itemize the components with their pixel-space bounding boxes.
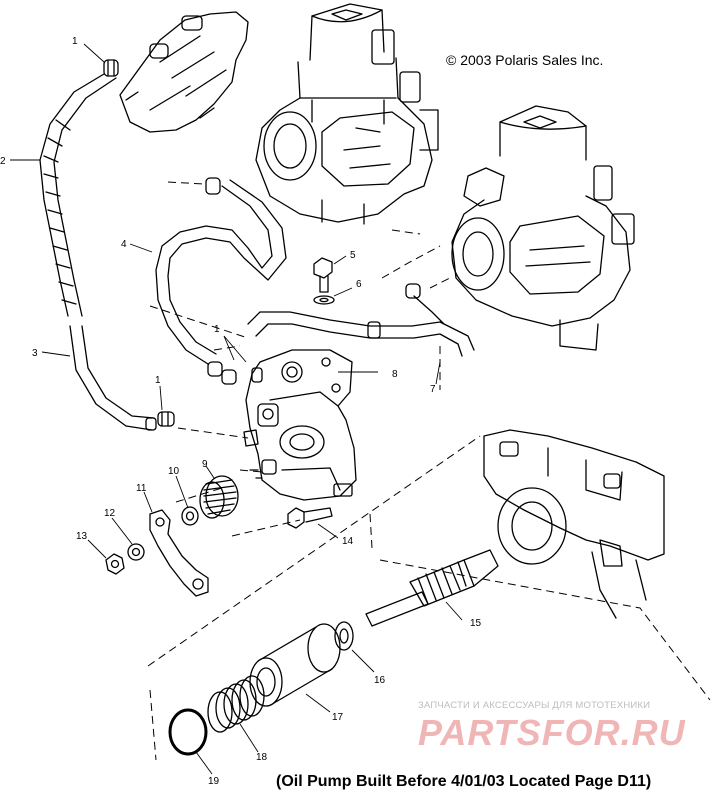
hose-3-icon	[69, 325, 155, 431]
hose-7-icon	[247, 283, 475, 357]
callout-10: 10	[168, 466, 180, 477]
dashed-guide-lines	[147, 181, 711, 761]
leader-lines	[10, 43, 463, 775]
callout-14: 14	[342, 536, 354, 547]
crankcase-upper-icon	[119, 11, 249, 133]
callout-11: 11	[136, 483, 147, 494]
callout-2: 2	[0, 156, 6, 167]
callout-3: 3	[32, 348, 38, 359]
watermark-tagline: ЗАПЧАСТИ И АКСЕССУАРЫ ДЛЯ МОТОТЕХНИКИ	[418, 700, 651, 711]
hose-clamp-upper-icon	[103, 59, 119, 77]
gear-9-icon	[199, 475, 239, 519]
crankcase-lower-icon	[483, 429, 665, 619]
callout-19: 19	[208, 776, 220, 787]
washer-12-icon	[127, 543, 145, 561]
callout-1c: 1	[155, 375, 161, 386]
callout-8: 8	[392, 369, 398, 380]
callout-18: 18	[256, 752, 268, 763]
callout-17: 17	[332, 712, 344, 723]
washer-16-icon	[334, 621, 354, 651]
oil-pump-icon	[243, 349, 357, 501]
lever-11-icon	[149, 509, 209, 597]
callout-16: 16	[374, 675, 386, 686]
o-ring-19-icon	[168, 708, 208, 756]
hose-2-icon	[39, 73, 117, 317]
diagram-caption: (Oil Pump Built Before 4/01/03 Located P…	[276, 773, 652, 790]
callout-5: 5	[350, 250, 356, 261]
callout-13: 13	[76, 531, 88, 542]
copyright-notice: © 2003 Polaris Sales Inc.	[446, 52, 604, 68]
watermark-brand-logo: PARTSFOR.RU	[418, 712, 686, 753]
drive-shaft-15-icon	[365, 549, 499, 627]
spring-18-icon	[207, 675, 265, 733]
callout-labels: 1 2 3 4 5 6 7 8 1 1 9 10 11 12 13 14 15 …	[0, 36, 482, 787]
callout-9: 9	[202, 459, 208, 470]
bushing-17-icon	[249, 623, 341, 707]
washer-6-icon	[313, 295, 335, 305]
callout-1b: 1	[214, 324, 220, 335]
washer-10-icon	[181, 506, 199, 526]
callout-1a: 1	[72, 36, 78, 47]
callout-7: 7	[430, 384, 436, 395]
callout-4: 4	[121, 239, 127, 250]
callout-12: 12	[104, 508, 116, 519]
carburetor-right-icon	[451, 105, 635, 351]
callout-15: 15	[470, 618, 482, 629]
callout-6: 6	[356, 279, 362, 290]
carburetor-upper-icon	[255, 3, 439, 225]
bolt-14-icon	[287, 507, 333, 529]
bolt-5-icon	[313, 257, 333, 293]
hose-4-icon	[155, 177, 287, 385]
nut-13-icon	[105, 553, 125, 575]
hose-clamp-lower-icon	[145, 411, 175, 431]
